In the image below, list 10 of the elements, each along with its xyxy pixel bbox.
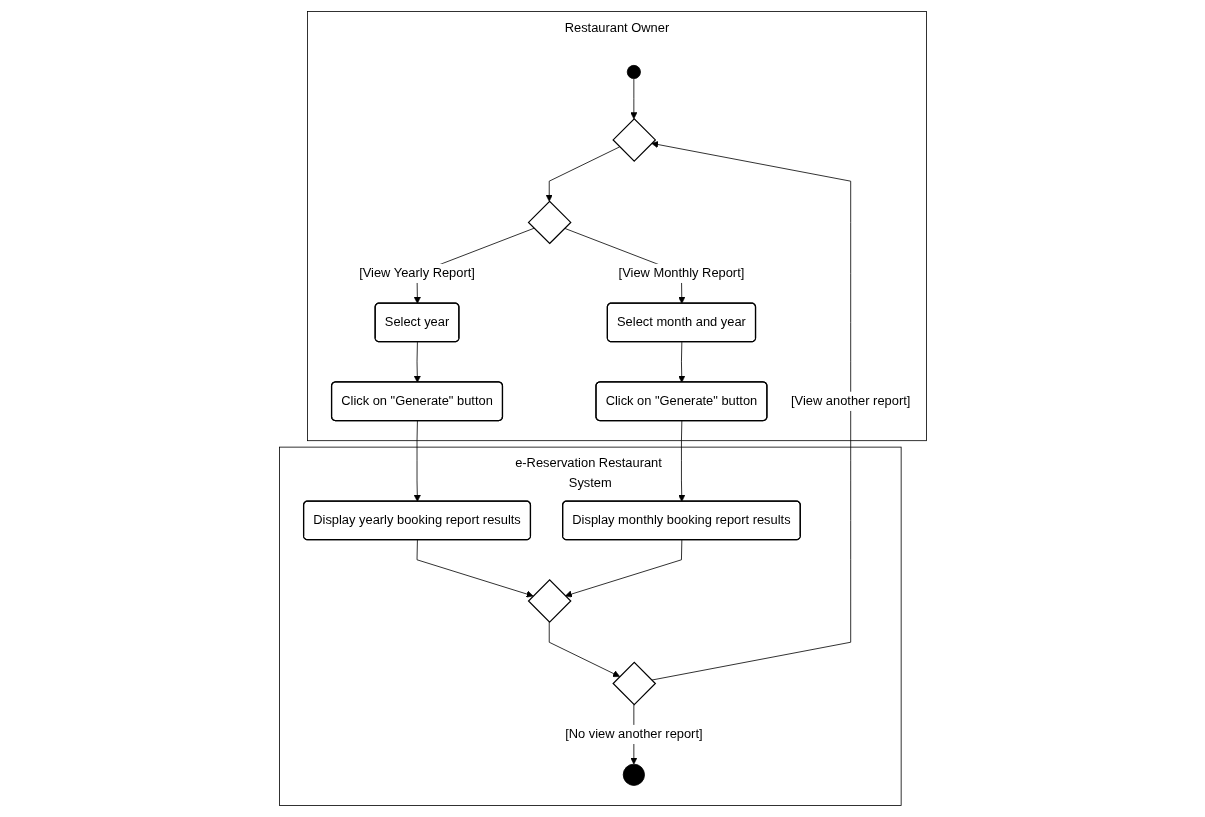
node-diamond (527, 200, 572, 245)
node-diamond (611, 118, 656, 162)
edge-label: [View another report] (790, 394, 910, 408)
node-circle (622, 763, 645, 786)
node-diamond (527, 579, 572, 623)
node-circle (626, 64, 641, 79)
node-diamond (611, 661, 656, 706)
edge-label: [View Yearly Report] (358, 266, 475, 280)
edge-label: [No view another report] (564, 727, 703, 741)
edge-label: [View Monthly Report] (618, 266, 744, 280)
